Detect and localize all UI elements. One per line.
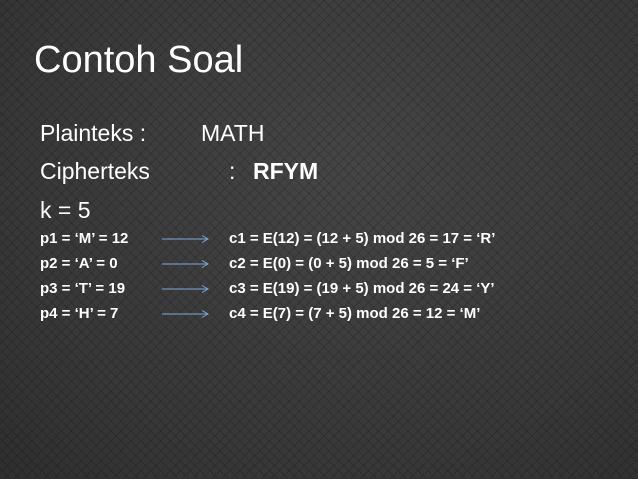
right-arrow-icon [162, 285, 209, 293]
ciphertext-value: RFYM [253, 158, 319, 184]
key-line: k = 5 [40, 197, 91, 223]
right-arrow-icon [162, 235, 209, 243]
slide-title: Contoh Soal [34, 39, 244, 81]
plaintext-label: Plainteks : [40, 120, 147, 146]
cipher-calc-row-2: c2 = E(0) = (0 + 5) mod 26 = 5 = ‘F’ [229, 255, 469, 272]
cipher-calc-row-3: c3 = E(19) = (19 + 5) mod 26 = 24 = ‘Y’ [229, 280, 495, 297]
cipher-calc-row-1: c1 = E(12) = (12 + 5) mod 26 = 17 = ‘R’ [229, 230, 496, 247]
plaintext-value: MATH [201, 120, 265, 146]
right-arrow-icon [162, 310, 209, 318]
right-arrow-icon [162, 260, 209, 268]
ciphertext-colon: : [229, 158, 236, 184]
plain-char-row-4: p4 = ‘H’ = 7 [40, 305, 119, 322]
plain-char-row-2: p2 = ‘A’ = 0 [40, 255, 118, 272]
plain-char-row-1: p1 = ‘M’ = 12 [40, 230, 129, 247]
ciphertext-label: Cipherteks [40, 158, 150, 184]
plain-char-row-3: p3 = ‘T’ = 19 [40, 280, 126, 297]
cipher-calc-row-4: c4 = E(7) = (7 + 5) mod 26 = 12 = ‘M’ [229, 305, 481, 322]
